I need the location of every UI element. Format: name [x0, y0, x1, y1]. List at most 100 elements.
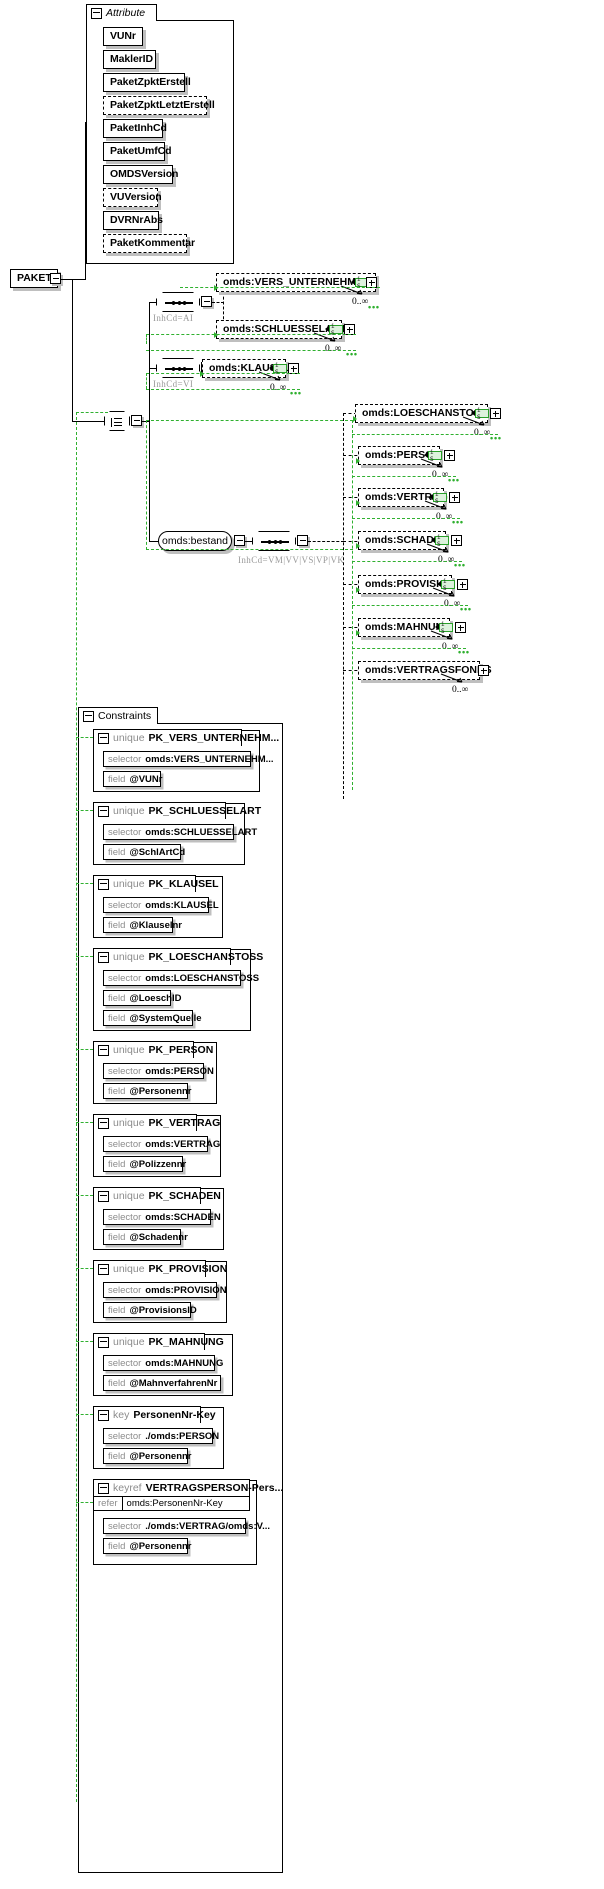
- element-expand-icon[interactable]: [457, 579, 468, 590]
- constraint-collapse-icon[interactable]: [98, 732, 109, 744]
- constraint-selector-row[interactable]: selector omds:PROVISION: [103, 1282, 227, 1298]
- constraint-collapse-icon[interactable]: [98, 1190, 109, 1202]
- constraint-field-row[interactable]: field @Personennr: [103, 1448, 192, 1464]
- constraint-collapse-icon[interactable]: [98, 878, 109, 890]
- constraint-tab-pk-vers-unternehmen[interactable]: unique PK_VERS_UNTERNEHM...: [93, 729, 279, 746]
- sequence-dot: [268, 540, 272, 544]
- constraint-collapse-icon[interactable]: [98, 805, 109, 817]
- constraint-field-row[interactable]: field @SchlArtCd: [103, 844, 185, 860]
- attribute-group-tab[interactable]: Attribute: [86, 4, 157, 21]
- constraint-tab-pk-klausel[interactable]: unique PK_KLAUSEL: [93, 875, 219, 892]
- constraint-tab-pk-vertrag[interactable]: unique PK_VERTRAG: [93, 1114, 220, 1131]
- constraint-tab-pk-schaden[interactable]: unique PK_SCHADEN: [93, 1187, 221, 1204]
- selector-keyword: selector: [108, 1357, 142, 1369]
- element-expand-icon[interactable]: [444, 450, 455, 461]
- constraint-field-row[interactable]: field @ProvisionsID: [103, 1302, 197, 1318]
- attribute-paketkommentar[interactable]: PaketKommentar: [103, 234, 195, 253]
- constraint-field-row[interactable]: field @Polizzennr: [103, 1156, 187, 1172]
- constraint-selector-row[interactable]: selector ./omds:PERSON: [103, 1428, 219, 1444]
- paket-collapse-icon[interactable]: [50, 273, 61, 284]
- selector-keyword: selector: [108, 826, 142, 838]
- constraints-tab[interactable]: Constraints: [78, 707, 158, 724]
- badge-text: i S: [430, 448, 435, 463]
- constraint-collapse-icon[interactable]: [98, 1117, 109, 1129]
- constraint-tab-pk-provision[interactable]: unique PK_PROVISION: [93, 1260, 227, 1277]
- constraint-collapse-icon[interactable]: [98, 1044, 109, 1056]
- constraint-collapse-icon[interactable]: [98, 1336, 109, 1348]
- constraint-name: PK_SCHLUESSELART: [148, 805, 262, 817]
- element-expand-icon[interactable]: [449, 492, 460, 503]
- green-marker-icon: [356, 500, 360, 506]
- constraint-field-row[interactable]: field @VUNr: [103, 771, 162, 787]
- constraint-name: PK_LOESCHANSTOSS: [148, 951, 264, 963]
- group-ref-bestand[interactable]: omds:bestand: [158, 531, 232, 551]
- constraint-selector-row[interactable]: selector omds:VERS_UNTERNEHM...: [103, 751, 274, 767]
- constraint-tab-pk-schluesselart[interactable]: unique PK_SCHLUESSELART: [93, 802, 261, 819]
- constraint-tab-pk-mahnung[interactable]: unique PK_MAHNUNG: [93, 1333, 224, 1350]
- constraint-selector-row[interactable]: selector ./omds:VERTRAG/omds:V...: [103, 1518, 270, 1534]
- field-keyword: field: [108, 1085, 126, 1097]
- sequence-compositor-vi[interactable]: [156, 358, 200, 378]
- sequence-compositor-bestand[interactable]: [252, 531, 296, 551]
- element-expand-icon[interactable]: [490, 408, 501, 419]
- attribute-paketinhcd[interactable]: PaketInhCd: [103, 119, 167, 138]
- constraint-selector-row[interactable]: selector omds:VERTRAG: [103, 1136, 220, 1152]
- bestand-collapse-icon[interactable]: [234, 535, 245, 546]
- attribute-paketumfcd[interactable]: PaketUmfCd: [103, 142, 172, 161]
- constraint-tab-pk-person[interactable]: unique PK_PERSON: [93, 1041, 213, 1058]
- constraint-collapse-icon[interactable]: [98, 951, 109, 963]
- choice-compositor[interactable]: [104, 411, 130, 431]
- element-mahnung[interactable]: omds:MAHNUNG: [358, 618, 451, 637]
- constraint-tab-personennr-key[interactable]: key PersonenNr-Key: [93, 1406, 216, 1423]
- constraint-field-row[interactable]: field @LoeschID: [103, 990, 181, 1006]
- constraint-field-row[interactable]: field @SystemQuelle: [103, 1010, 202, 1026]
- constraint-field-row[interactable]: field @Personennr: [103, 1538, 192, 1554]
- attribute-maklerid[interactable]: MaklerID: [103, 50, 156, 69]
- constraint-tab-pk-loeschanstoss[interactable]: unique PK_LOESCHANSTOSS: [93, 948, 263, 965]
- constraint-collapse-icon[interactable]: [98, 1409, 109, 1421]
- connector: [61, 278, 86, 280]
- choice-stem: [111, 418, 113, 427]
- constraints-collapse-icon[interactable]: [83, 710, 94, 722]
- constraint-selector-row[interactable]: selector omds:PERSON: [103, 1063, 214, 1079]
- root-element-paket[interactable]: PAKET: [10, 269, 58, 288]
- connector-dashed: [343, 540, 363, 542]
- green-connector: [352, 561, 462, 562]
- connector-dashed: [343, 584, 363, 585]
- element-expand-icon[interactable]: [451, 535, 462, 546]
- attribute-vunr[interactable]: VUNr: [103, 27, 143, 46]
- constraint-tab-vertragsperson-keyref[interactable]: keyref VERTRAGSPERSON-Pers...: [93, 1479, 283, 1496]
- constraint-selector-row[interactable]: selector omds:SCHLUESSELART: [103, 824, 257, 840]
- green-connector: [76, 1049, 93, 1050]
- field-value: @Schadennr: [129, 1231, 188, 1243]
- attribute-paketzpkterstell[interactable]: PaketZpktErstell: [103, 73, 191, 92]
- green-connector: [146, 420, 353, 421]
- attribute-omdsversion[interactable]: OMDSVersion: [103, 165, 178, 184]
- element-vertrag[interactable]: omds:VERTRAG: [358, 488, 448, 507]
- element-expand-icon[interactable]: [478, 665, 489, 676]
- constraint-selector-row[interactable]: selector omds:LOESCHANSTOSS: [103, 970, 259, 986]
- constraint-field-row[interactable]: field @MahnverfahrenNr: [103, 1375, 221, 1391]
- element-expand-icon[interactable]: [455, 622, 466, 633]
- choice-collapse-icon[interactable]: [131, 415, 142, 426]
- field-value: @Polizzennr: [129, 1158, 187, 1170]
- attribute-dvrnrabs[interactable]: DVRNrAbs: [103, 211, 163, 230]
- occurrence-curve: [426, 543, 449, 553]
- constraint-refer-row[interactable]: refer omds:PersonenNr-Key: [93, 1496, 250, 1511]
- constraint-field-row[interactable]: field @Klauselnr: [103, 917, 182, 933]
- constraint-selector-row[interactable]: selector omds:SCHADEN: [103, 1209, 221, 1225]
- selector-keyword: selector: [108, 753, 142, 765]
- selector-value: omds:PERSON: [145, 1065, 214, 1077]
- sequence-ai-collapse-icon[interactable]: [201, 296, 212, 307]
- constraint-selector-row[interactable]: selector omds:KLAUSEL: [103, 897, 219, 913]
- constraint-collapse-icon[interactable]: [98, 1482, 109, 1494]
- attribute-collapse-icon[interactable]: [91, 7, 102, 19]
- constraint-collapse-icon[interactable]: [98, 1263, 109, 1275]
- constraint-field-row[interactable]: field @Schadennr: [103, 1229, 188, 1245]
- attribute-paketzpktletzterstell[interactable]: PaketZpktLetztErstell: [103, 96, 215, 115]
- sequence-bestand-collapse-icon[interactable]: [297, 535, 308, 546]
- attribute-vuversion[interactable]: VUVersion: [103, 188, 162, 207]
- constraint-field-row[interactable]: field @Personennr: [103, 1083, 192, 1099]
- constraint-selector-row[interactable]: selector omds:MAHNUNG: [103, 1355, 223, 1371]
- sequence-compositor-ai[interactable]: [156, 292, 200, 312]
